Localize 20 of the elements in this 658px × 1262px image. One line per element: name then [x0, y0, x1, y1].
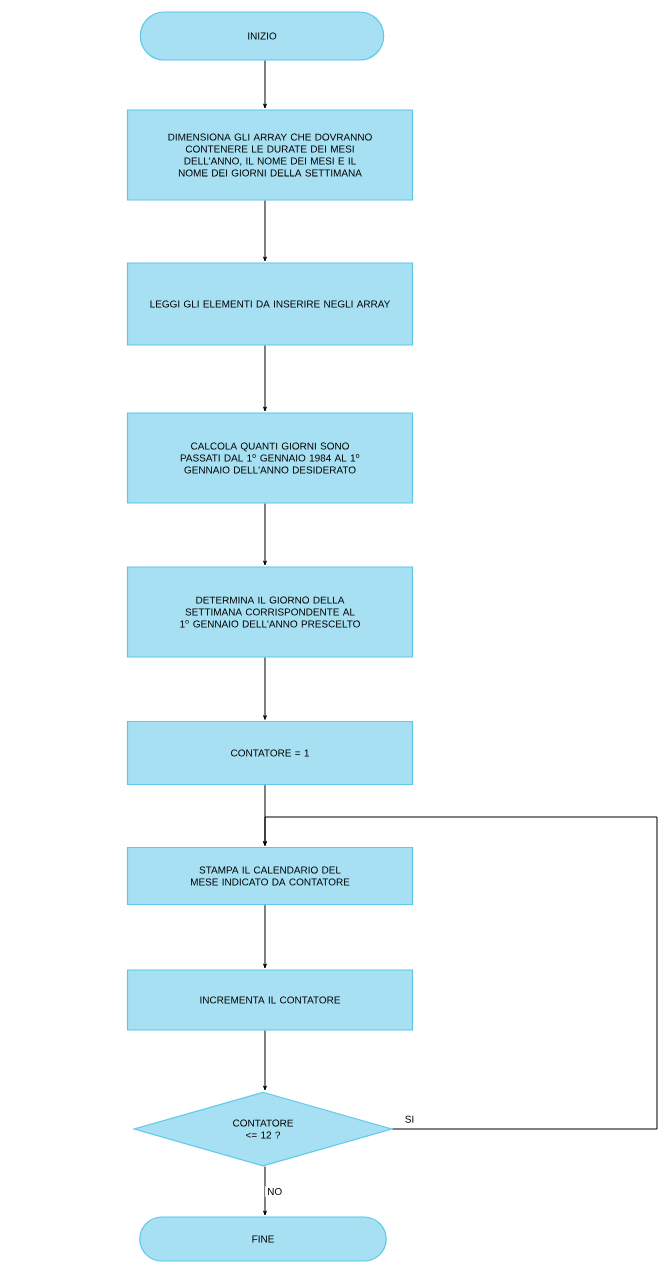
arrow	[263, 657, 267, 720]
edge-label: SI	[402, 1113, 417, 1125]
process-box: DETERMINA IL GIORNO DELLA SETTIMANA CORRISPONDENTE AL 1$^{o}$ GENNAIO DELL'ANNO PRESCELTO	[126, 566, 414, 658]
arrow	[263, 904, 267, 969]
process-box: CALCOLA QUANTI GIORNI SONO PASSATI DAL 1$^{o}$ GENNAIO 1984 AL 1$^{o}$ GENNAIO DELL'ANNO DESIDERATO	[126, 412, 414, 504]
arrow	[263, 345, 267, 412]
process-box: DIMENSIONA GLI ARRAY CHE DOVRANNO CONTENERE LE DURATE DEI MESI DELL'ANNO, IL NOME DEI MESI E IL NOME DEI GIORNI DELLA SETTIMANA	[126, 109, 414, 201]
process-box: STAMPA IL CALENDARIO DEL MESE INDICATO DA CONTATORE	[126, 846, 414, 906]
arrow	[263, 200, 267, 262]
process-box: CONTATORE = 1	[126, 720, 414, 786]
arrow	[263, 816, 658, 1130]
edge-label: NO	[265, 1186, 285, 1198]
arrow	[263, 1166, 267, 1216]
process-box: LEGGI GLI ELEMENTI DA INSERIRE NEGLI ARRAY	[126, 262, 414, 346]
terminal-box: INIZIO	[139, 11, 385, 61]
terminal-box: FINE	[139, 1216, 387, 1262]
arrow	[263, 1030, 267, 1091]
arrow	[263, 60, 267, 109]
process-box: INCREMENTA IL CONTATORE	[126, 969, 414, 1031]
arrow	[263, 503, 267, 566]
